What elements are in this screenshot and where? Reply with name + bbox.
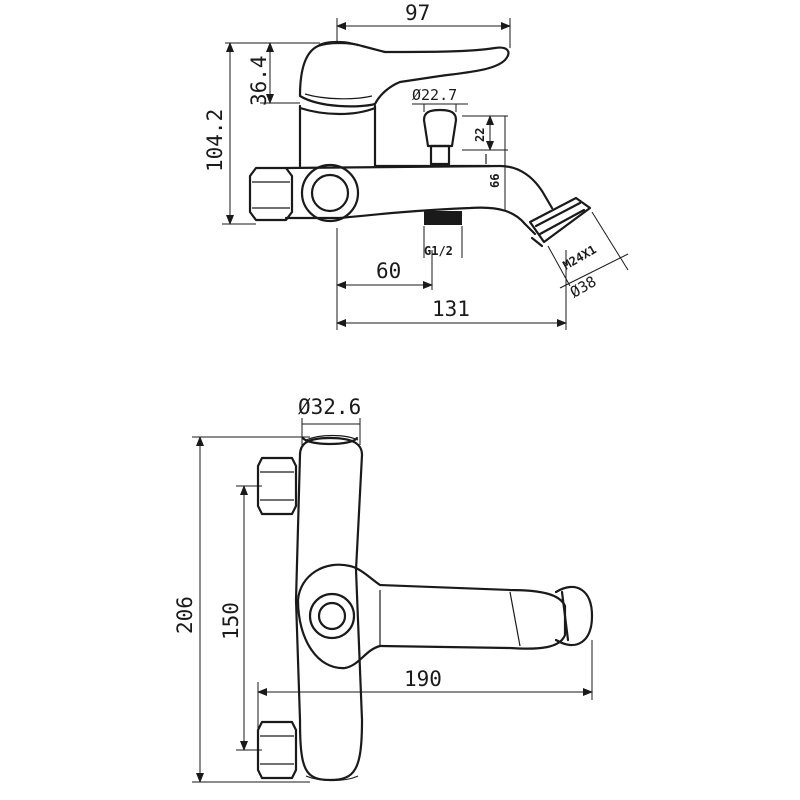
dim-32-6-label: Ø32.6 xyxy=(298,395,361,419)
aerator xyxy=(528,196,592,248)
dim-206-label: 206 xyxy=(173,596,197,634)
dim-22-label: 22 xyxy=(473,128,487,142)
dim-60-label: 60 xyxy=(376,259,401,283)
dim-190-label: 190 xyxy=(404,667,442,691)
dim-22-7-label: Ø22.7 xyxy=(412,86,457,104)
inlet-connection xyxy=(248,163,360,223)
dim-g1-2-label: G1/2 xyxy=(424,244,453,258)
side-view: 97 36.4 104.2 Ø22.7 22 66 xyxy=(203,1,629,330)
top-inlet-nuts xyxy=(256,456,298,780)
side-view-dimensions: 97 36.4 104.2 Ø22.7 22 66 xyxy=(203,1,629,330)
dim-97-label: 97 xyxy=(405,1,430,25)
diverter-button xyxy=(422,108,458,166)
spout-body xyxy=(284,154,554,236)
mixer-body xyxy=(298,104,377,168)
dim-66-label: 66 xyxy=(488,174,502,188)
dim-36-4-label: 36.4 xyxy=(247,55,271,106)
lever-handle xyxy=(298,40,510,108)
dim-38-label: Ø38 xyxy=(567,272,599,301)
top-spout-end xyxy=(554,586,594,646)
top-view: Ø32.6 206 150 190 xyxy=(173,395,594,783)
dim-104-2-label: 104.2 xyxy=(203,109,227,172)
shower-outlet xyxy=(424,211,462,225)
top-body xyxy=(294,434,364,782)
dim-m24x1-label: M24X1 xyxy=(561,242,599,272)
top-lever xyxy=(296,563,567,670)
top-view-dimensions: Ø32.6 206 150 190 xyxy=(173,395,593,783)
dim-150-label: 150 xyxy=(219,602,243,640)
dim-131-label: 131 xyxy=(432,297,470,321)
